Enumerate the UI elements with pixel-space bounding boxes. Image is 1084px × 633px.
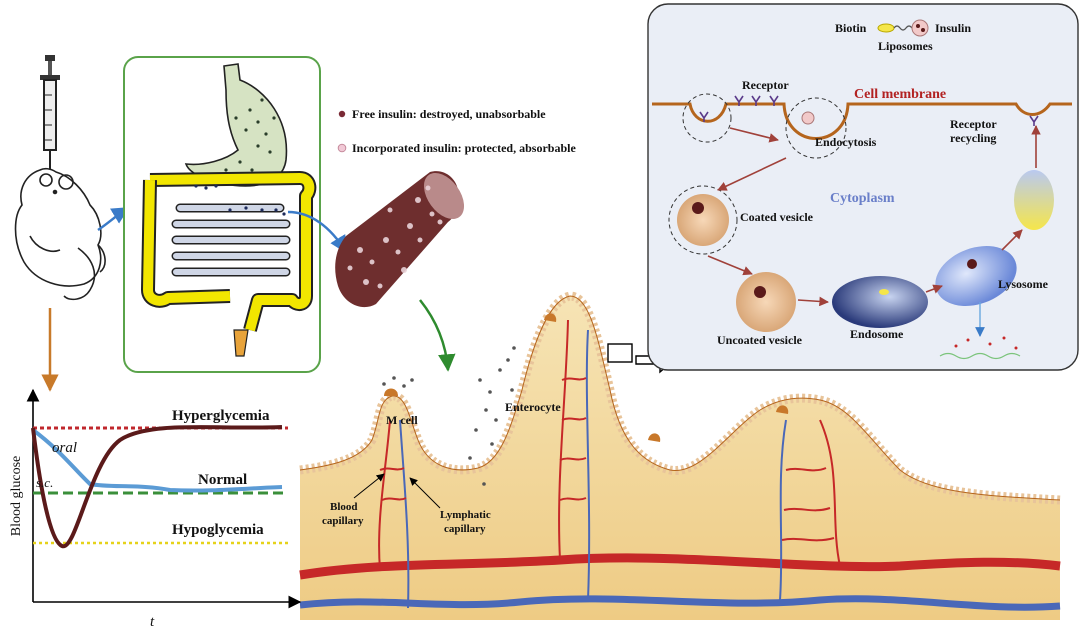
mouse-icon bbox=[14, 167, 106, 301]
label-receptor-recycling-1: Receptor bbox=[950, 117, 997, 131]
label-series-sc: s.c. bbox=[36, 475, 53, 490]
coated-vesicle-insulin bbox=[692, 202, 704, 214]
label-hypoglycemia: Hypoglycemia bbox=[172, 522, 264, 538]
incorporated-insulin-dot bbox=[337, 143, 347, 153]
lysosome bbox=[935, 246, 1017, 306]
free-insulin-dot bbox=[338, 110, 346, 118]
label-cytoplasm: Cytoplasm bbox=[830, 191, 895, 206]
pointer-lymphatic-capillary bbox=[409, 477, 441, 509]
pointer-blood-capillary bbox=[353, 473, 385, 499]
label-m-cell: M cell bbox=[386, 413, 418, 427]
lysosome-insulin bbox=[967, 259, 977, 269]
y-axis-label: Blood glucose bbox=[9, 456, 24, 537]
label-blood-capillary-2: capillary bbox=[322, 515, 364, 527]
label-lymphatic-capillary-1: Lymphatic bbox=[440, 509, 491, 521]
endocytosis-liposome bbox=[801, 111, 815, 125]
recycling-vesicle bbox=[1014, 170, 1054, 230]
label-uncoated-vesicle: Uncoated vesicle bbox=[717, 333, 803, 347]
syringe-icon bbox=[40, 55, 60, 170]
endosome-biotin bbox=[879, 289, 889, 295]
label-biotin: Biotin bbox=[835, 21, 867, 35]
label-endocytosis: Endocytosis bbox=[815, 135, 877, 149]
uncoated-vesicle bbox=[736, 272, 796, 332]
endocytosis-dashed-circle bbox=[785, 97, 847, 159]
series-line-sc bbox=[31, 428, 283, 493]
label-lymphatic-capillary-2: capillary bbox=[444, 523, 486, 535]
zoom-box bbox=[607, 343, 633, 363]
coated-vesicle bbox=[677, 194, 729, 246]
gi-tract-illustration bbox=[141, 63, 317, 357]
biotin-liposome-icon bbox=[877, 19, 929, 37]
villi-tissue bbox=[299, 291, 1061, 620]
label-liposomes: Liposomes bbox=[878, 39, 933, 53]
label-blood-capillary-1: Blood bbox=[330, 501, 358, 513]
series-line-oral bbox=[31, 425, 283, 549]
blood-glucose-chart: Blood glucose t Hyperglycemia Normal Hyp… bbox=[9, 388, 302, 630]
label-cell-membrane: Cell membrane bbox=[854, 87, 946, 102]
coated-vesicle-outline bbox=[668, 185, 738, 255]
receptor-icons bbox=[699, 95, 1039, 126]
intestine-segment bbox=[335, 171, 465, 308]
label-lysosome: Lysosome bbox=[998, 277, 1049, 291]
label-receptor-recycling-2: recycling bbox=[950, 131, 996, 145]
label-receptor: Receptor bbox=[742, 78, 789, 92]
cell-membrane-line bbox=[652, 102, 1072, 140]
label-endosome: Endosome bbox=[850, 327, 904, 341]
x-axis-label: t bbox=[150, 614, 155, 630]
legend-free-insulin: Free insulin: destroyed, unabsorbable bbox=[352, 107, 546, 121]
uncoated-vesicle-insulin bbox=[754, 286, 766, 298]
endosome bbox=[832, 276, 928, 328]
label-coated-vesicle: Coated vesicle bbox=[740, 210, 814, 224]
label-enterocyte: Enterocyte bbox=[505, 400, 561, 414]
pit-dashed-circle bbox=[682, 93, 732, 143]
legend-incorporated-insulin: Incorporated insulin: protected, absorba… bbox=[352, 141, 576, 155]
peptide-wave bbox=[939, 352, 1021, 360]
label-insulin: Insulin bbox=[935, 21, 971, 35]
flow-arrow-to-villi bbox=[419, 299, 456, 372]
label-series-oral: oral bbox=[52, 440, 77, 456]
label-normal: Normal bbox=[198, 472, 247, 488]
label-hyperglycemia: Hyperglycemia bbox=[172, 408, 270, 424]
inset-pathway-arrows bbox=[707, 125, 1041, 307]
degraded-fragments bbox=[954, 336, 1018, 350]
